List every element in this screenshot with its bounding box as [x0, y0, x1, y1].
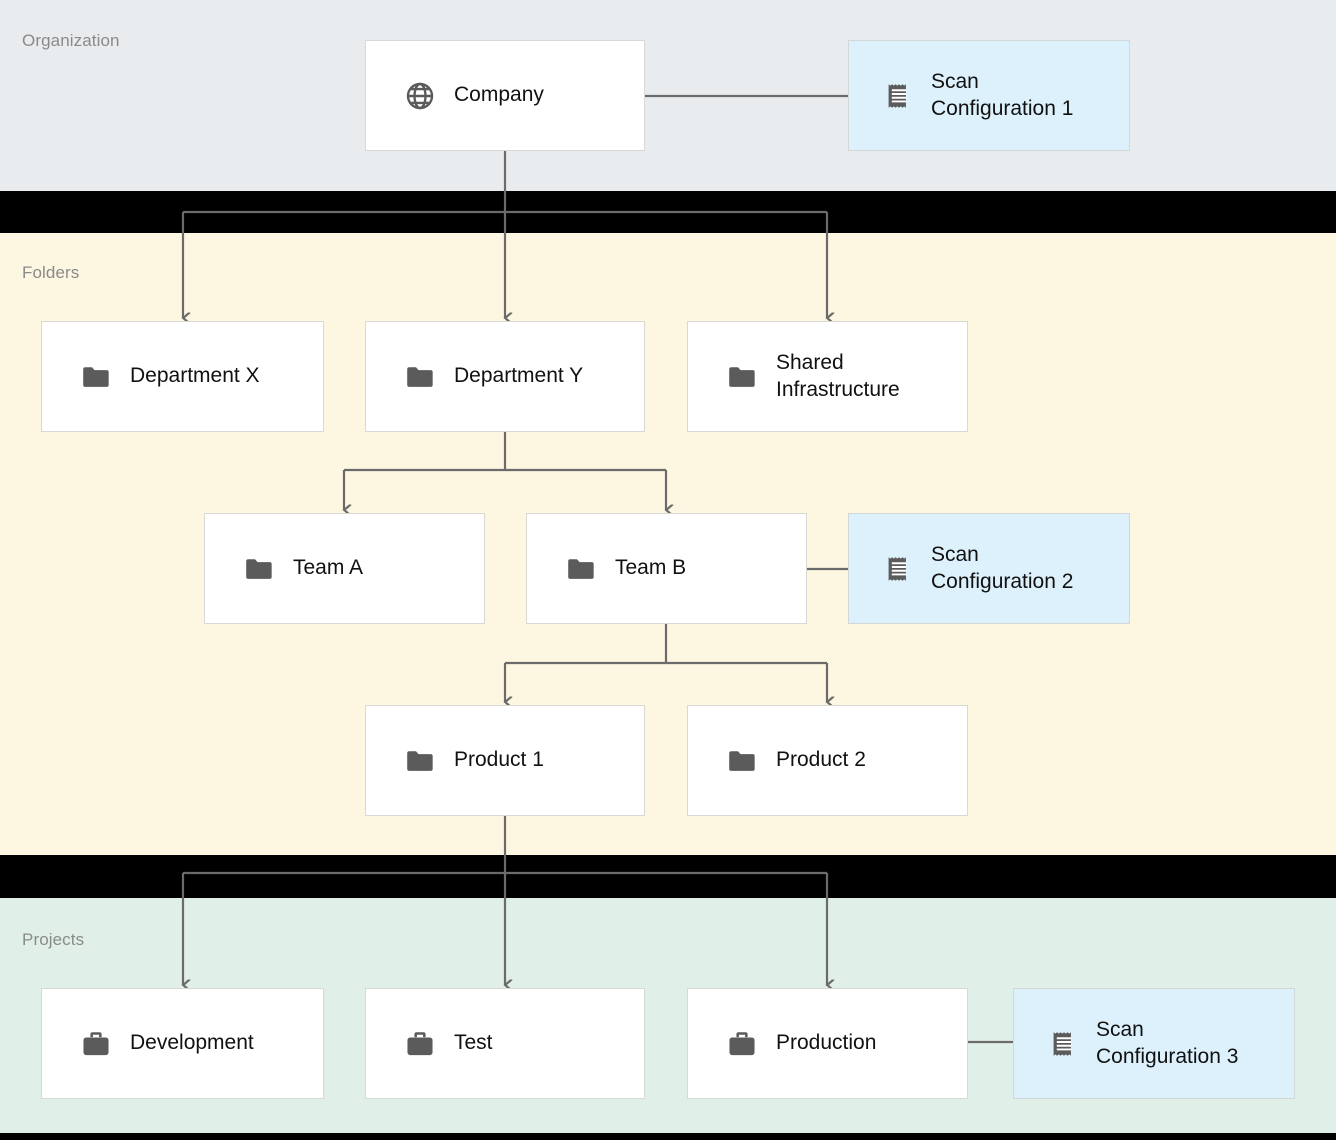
- node-label: Shared Infrastructure: [776, 350, 900, 401]
- briefcase-icon: [729, 1031, 755, 1055]
- node-label: Development: [130, 1031, 254, 1055]
- node-label: Company: [454, 83, 544, 107]
- node-department-y[interactable]: Department Y: [365, 321, 645, 432]
- node-label: Department X: [130, 364, 260, 388]
- node-label: Department Y: [454, 364, 584, 388]
- node-test[interactable]: Test: [365, 988, 645, 1099]
- node-scan-configuration-2[interactable]: Scan Configuration 2: [848, 513, 1130, 624]
- node-label: Scan Configuration 2: [931, 542, 1074, 593]
- node-product-2[interactable]: Product 2: [687, 705, 968, 816]
- folder-icon: [568, 558, 594, 579]
- node-label: Scan Configuration 1: [931, 69, 1074, 120]
- node-label: Team B: [615, 556, 687, 580]
- band-organization: [0, 0, 1336, 191]
- bottom-separator: [0, 1133, 1336, 1140]
- node-team-a[interactable]: Team A: [204, 513, 485, 624]
- band-label-folders: Folders: [22, 263, 80, 282]
- band-label-projects: Projects: [22, 930, 85, 949]
- globe-icon: [406, 82, 434, 109]
- folder-icon: [246, 558, 272, 579]
- node-label: Test: [454, 1031, 493, 1055]
- receipt-icon: [1053, 1031, 1072, 1056]
- node-label: Scan Configuration 3: [1096, 1017, 1239, 1068]
- band-label-organization: Organization: [22, 31, 120, 50]
- node-department-x[interactable]: Department X: [41, 321, 324, 432]
- node-development[interactable]: Development: [41, 988, 324, 1099]
- node-team-b[interactable]: Team B: [526, 513, 807, 624]
- folder-icon: [407, 366, 433, 387]
- node-production[interactable]: Production: [687, 988, 968, 1099]
- folder-icon: [83, 366, 109, 387]
- node-shared-infrastructure[interactable]: Shared Infrastructure: [687, 321, 968, 432]
- folder-icon: [729, 366, 755, 387]
- node-label: Production: [776, 1031, 877, 1055]
- node-label: Team A: [293, 556, 364, 580]
- node-company[interactable]: Company: [365, 40, 645, 151]
- node-label: Product 2: [776, 748, 866, 772]
- node-scan-configuration-3[interactable]: Scan Configuration 3: [1013, 988, 1295, 1099]
- node-scan-configuration-1[interactable]: Scan Configuration 1: [848, 40, 1130, 151]
- folder-icon: [407, 750, 433, 771]
- receipt-icon: [888, 556, 907, 581]
- receipt-icon: [888, 83, 907, 108]
- briefcase-icon: [407, 1031, 433, 1055]
- folder-icon: [729, 750, 755, 771]
- node-label: Product 1: [454, 748, 544, 772]
- node-product-1[interactable]: Product 1: [365, 705, 645, 816]
- briefcase-icon: [83, 1031, 109, 1055]
